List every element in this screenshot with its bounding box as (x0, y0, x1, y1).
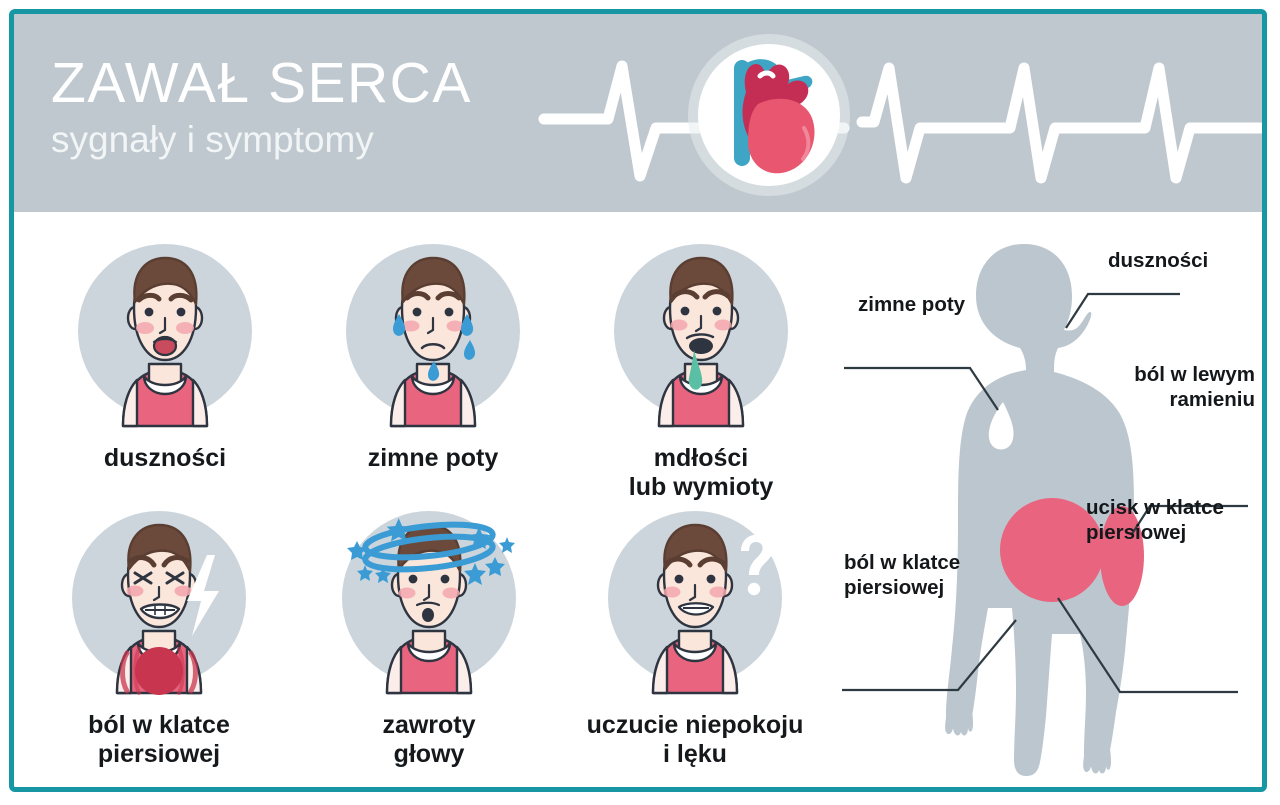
face-anxiety-icon (595, 503, 795, 703)
main-content: duszności (14, 212, 1262, 791)
body-label-zimne-poty: zimne poty (858, 293, 966, 316)
symptom-card-niepokoj[interactable]: uczucie niepokoju i lęku (560, 503, 830, 769)
body-label-bol-ramie: ból w lewym ramieniu (1134, 363, 1255, 411)
symptom-label: duszności (103, 444, 227, 472)
face-breathless-icon (65, 236, 265, 436)
face-dizziness-icon (329, 503, 529, 703)
page-subtitle: sygnały i symptomy (51, 119, 374, 160)
symptom-card-duszności[interactable]: duszności (30, 236, 300, 473)
face-cold-sweat-icon (333, 236, 533, 436)
body-diagram: duszności zimne poty ból w lewym ramieni… (820, 220, 1260, 785)
body-label-ucisk-klatka: ucisk w klatce piersiowej (1086, 496, 1224, 544)
human-body-silhouette (842, 244, 1248, 776)
symptom-card-zimne-poty[interactable]: zimne poty (298, 236, 568, 473)
heart-icon (686, 32, 852, 198)
symptom-grid: duszności (30, 236, 830, 776)
symptom-label: zimne poty (367, 444, 499, 472)
header-band: ZAWAŁ SERCA sygnały i symptomy (14, 14, 1262, 212)
body-label-duszności: duszności (1108, 249, 1209, 272)
symptom-card-mdlosci[interactable]: mdłości lub wymioty (566, 236, 836, 502)
symptom-label: uczucie niepokoju i lęku (586, 711, 804, 768)
page-title: ZAWAŁ SERCA (51, 51, 472, 115)
symptom-label: zawroty głowy (382, 711, 476, 768)
symptom-card-zawroty[interactable]: zawroty głowy (294, 503, 564, 769)
symptom-card-bol-klatka[interactable]: ból w klatce piersiowej (24, 503, 294, 769)
header-text-block: ZAWAŁ SERCA sygnały i symptomy (51, 52, 472, 162)
ecg-line-icon (538, 24, 1262, 194)
chest-pain-marker (1000, 498, 1104, 602)
symptom-label: ból w klatce piersiowej (88, 711, 230, 768)
face-nausea-icon (601, 236, 801, 436)
symptom-label: mdłości lub wymioty (628, 444, 774, 501)
body-label-bol-klatka: ból w klatce piersiowej (844, 551, 961, 599)
face-chest-pain-icon (59, 503, 259, 703)
